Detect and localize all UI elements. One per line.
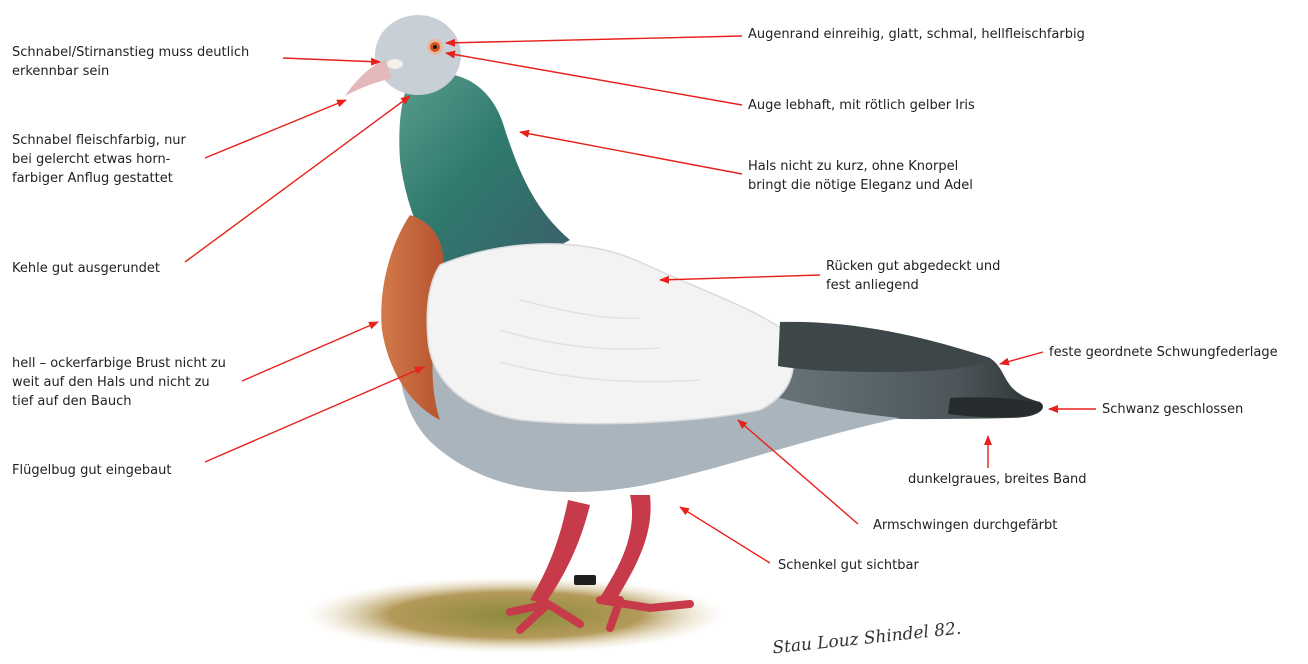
- label-schwanz: Schwanz geschlossen: [1102, 400, 1302, 419]
- pigeon-beak: [345, 60, 392, 96]
- pigeon-head: [375, 15, 461, 95]
- arrow-schenkel: [680, 507, 770, 563]
- arrow-ruecken: [660, 275, 820, 280]
- label-brust: hell – ockerfarbige Brust nicht zu weit …: [12, 354, 272, 411]
- arrow-schwung: [1000, 352, 1043, 364]
- label-band: dunkelgraues, breites Band: [908, 470, 1158, 489]
- label-schnabel-stirnanstieg: Schnabel/Stirnanstieg muss deutlich erke…: [12, 43, 302, 81]
- label-armschwingen: Armschwingen durchgefärbt: [873, 516, 1123, 535]
- pigeon-wing: [427, 244, 794, 424]
- pigeon-cere: [387, 59, 403, 69]
- label-augenrand: Augenrand einreihig, glatt, schmal, hell…: [748, 25, 1168, 44]
- label-ruecken: Rücken gut abgedeckt und fest anliegend: [826, 257, 1046, 295]
- arrow-augenrand: [446, 36, 742, 43]
- arrow-auge: [446, 53, 742, 105]
- label-fluegelbug: Flügelbug gut eingebaut: [12, 461, 242, 480]
- label-auge: Auge lebhaft, mit rötlich gelber Iris: [748, 96, 1108, 115]
- label-schwungfederlage: feste geordnete Schwungfederlage: [1049, 343, 1307, 362]
- leg-ring: [574, 575, 596, 585]
- pigeon-pupil: [433, 45, 437, 49]
- pigeon-primaries: [778, 322, 990, 372]
- label-schenkel: Schenkel gut sichtbar: [778, 556, 978, 575]
- label-kehle: Kehle gut ausgerundet: [12, 259, 242, 278]
- label-schnabel-farbe: Schnabel fleischfarbig, nur bei gelercht…: [12, 131, 242, 188]
- arrow-hals: [520, 132, 742, 174]
- label-hals: Hals nicht zu kurz, ohne Knorpel bringt …: [748, 157, 1048, 195]
